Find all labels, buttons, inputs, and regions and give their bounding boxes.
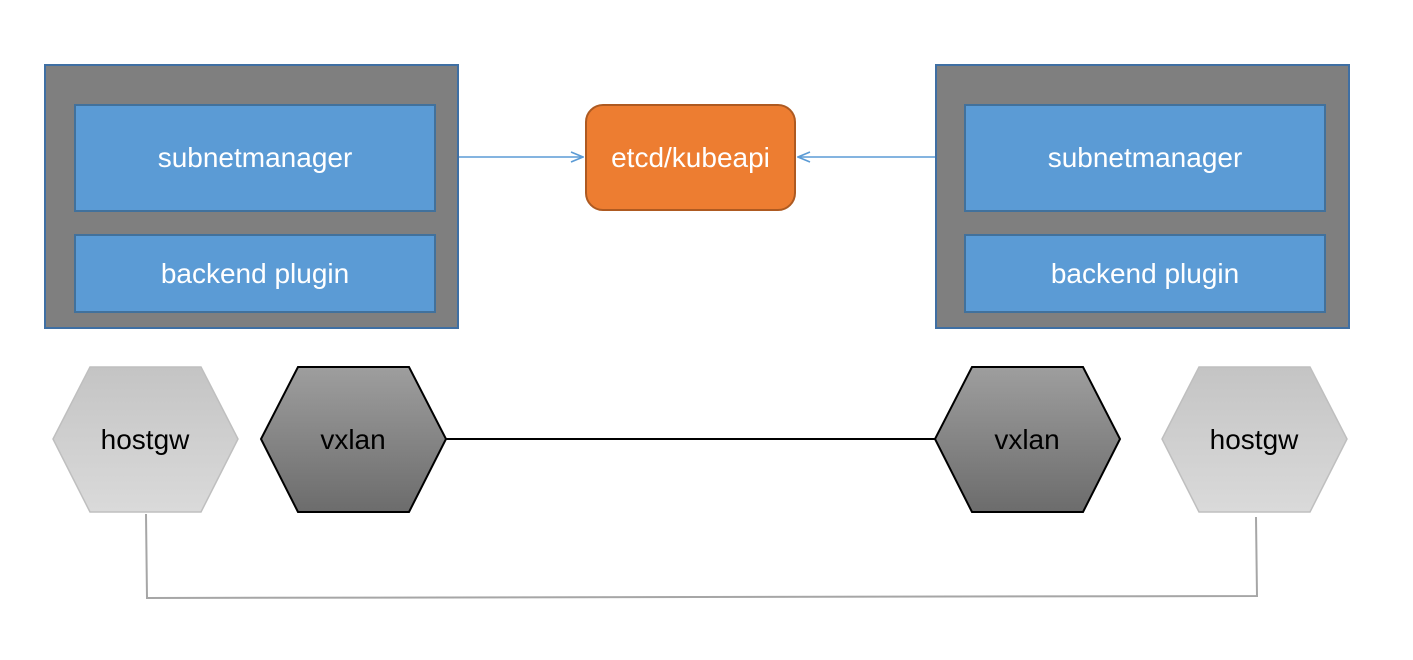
store-label: etcd/kubeapi: [611, 141, 770, 173]
left-node: subnetmanager backend plugin: [44, 64, 459, 329]
left-hostgw-hexagon: [52, 366, 239, 513]
right-subnetmanager-box: subnetmanager: [964, 104, 1326, 212]
etcd-kubeapi-store: etcd/kubeapi: [585, 104, 796, 211]
left-backend-plugin-box: backend plugin: [74, 234, 436, 313]
left-subnetmanager-box: subnetmanager: [74, 104, 436, 212]
left-subnetmanager-label: subnetmanager: [157, 142, 353, 173]
right-vxlan-label: vxlan: [994, 424, 1060, 455]
left-hostgw-label: hostgw: [100, 424, 190, 455]
right-node: subnetmanager backend plugin: [935, 64, 1350, 329]
right-subnetmanager-label: subnetmanager: [1047, 142, 1243, 173]
right-backend-plugin-box: backend plugin: [964, 234, 1326, 313]
left-vxlan-hexagon: [259, 366, 448, 513]
hostgw-link: [145, 513, 1259, 600]
right-hostgw-hexagon: [1161, 366, 1348, 513]
right-backend-plugin-label: backend plugin: [1050, 257, 1240, 289]
left-backend-plugin-label: backend plugin: [160, 257, 350, 289]
right-hostgw-label: hostgw: [1209, 424, 1299, 455]
right-vxlan-hexagon: [933, 366, 1122, 513]
left-vxlan-label: vxlan: [320, 424, 386, 455]
